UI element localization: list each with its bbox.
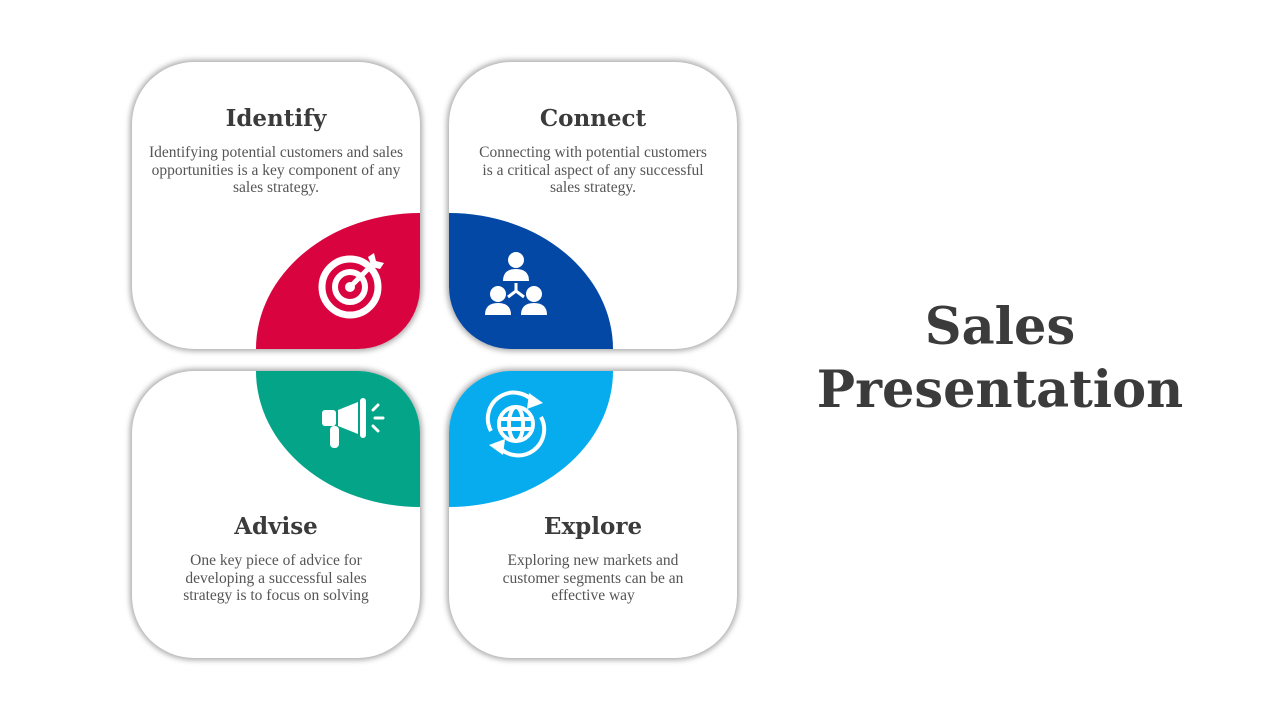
explore-petal	[449, 371, 613, 507]
connect-petal	[449, 213, 613, 349]
card-body: Connecting with potential customers is a…	[479, 144, 707, 196]
slide-title-line: Sales	[924, 297, 1076, 357]
slide-title-line: Presentation	[816, 360, 1184, 420]
card-body: One key piece of advice for developing a…	[183, 552, 369, 604]
card-body: Identifying potential customers and sale…	[149, 144, 403, 196]
identify-petal	[256, 213, 420, 349]
advise-petal	[256, 371, 420, 507]
card-title: Advise	[234, 513, 318, 540]
card-explore: Explore Exploring new markets and custom…	[449, 371, 737, 658]
card-connect: Connect Connecting with potential custom…	[449, 62, 737, 349]
card-title: Identify	[225, 105, 327, 132]
target-icon	[318, 253, 384, 319]
slide-title: Sales Presentation	[800, 296, 1200, 422]
network-people-icon	[485, 252, 547, 315]
card-identify: Identify Identifying potential customers…	[132, 62, 420, 349]
card-title: Explore	[543, 513, 643, 540]
megaphone-icon	[322, 398, 385, 448]
card-title: Connect	[539, 105, 647, 132]
card-advise: Advise One key piece of advice for devel…	[132, 371, 420, 658]
globe-refresh-icon	[485, 390, 547, 458]
card-body: Exploring new markets and customer segme…	[502, 552, 684, 604]
